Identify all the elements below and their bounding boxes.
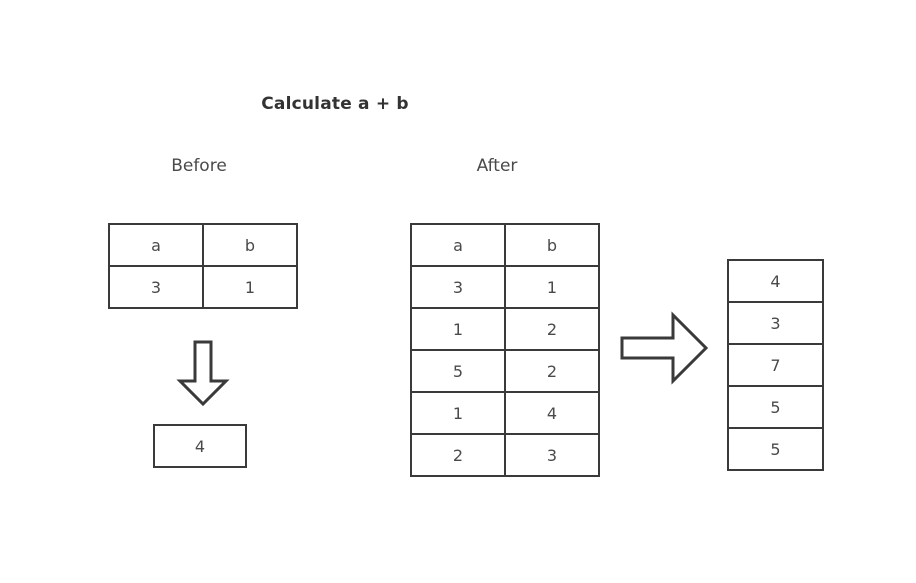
before-result-value: 4 [194, 436, 206, 456]
table-cell-b: 2 [504, 307, 600, 351]
before-result-box: 4 [153, 424, 247, 468]
column-header-b: b [202, 223, 298, 267]
result-cell: 5 [727, 427, 824, 471]
before-table: a b 3 1 [108, 223, 298, 309]
result-row: 5 [727, 427, 824, 471]
result-row: 4 [727, 259, 824, 303]
result-row: 7 [727, 343, 824, 387]
page-title: Calculate a + b [261, 94, 409, 114]
result-row: 3 [727, 301, 824, 345]
table-row: 1 2 [410, 307, 600, 351]
table-cell-b: 3 [504, 433, 600, 477]
after-result-table: 4 3 7 5 5 [727, 259, 824, 471]
table-header-row: a b [108, 223, 298, 267]
table-row: 3 1 [108, 265, 298, 309]
table-cell-b: 2 [504, 349, 600, 393]
table-row: 5 2 [410, 349, 600, 393]
table-cell-a: 3 [410, 265, 506, 309]
table-cell-b: 1 [202, 265, 298, 309]
table-cell-a: 3 [108, 265, 204, 309]
column-header-b: b [504, 223, 600, 267]
table-header-row: a b [410, 223, 600, 267]
before-section-label: Before [171, 156, 227, 176]
result-cell: 3 [727, 301, 824, 345]
result-row: 5 [727, 385, 824, 429]
result-cell: 7 [727, 343, 824, 387]
table-row: 2 3 [410, 433, 600, 477]
result-cell: 5 [727, 385, 824, 429]
column-header-a: a [108, 223, 204, 267]
table-cell-a: 1 [410, 391, 506, 435]
down-arrow-icon [176, 340, 230, 407]
table-row: 3 1 [410, 265, 600, 309]
right-arrow-icon [620, 311, 709, 385]
after-section-label: After [476, 156, 518, 176]
after-table: a b 3 1 1 2 5 2 1 4 2 3 [410, 223, 600, 477]
table-cell-b: 1 [504, 265, 600, 309]
column-header-a: a [410, 223, 506, 267]
table-cell-a: 5 [410, 349, 506, 393]
result-cell: 4 [727, 259, 824, 303]
table-row: 1 4 [410, 391, 600, 435]
table-cell-b: 4 [504, 391, 600, 435]
table-cell-a: 1 [410, 307, 506, 351]
table-cell-a: 2 [410, 433, 506, 477]
